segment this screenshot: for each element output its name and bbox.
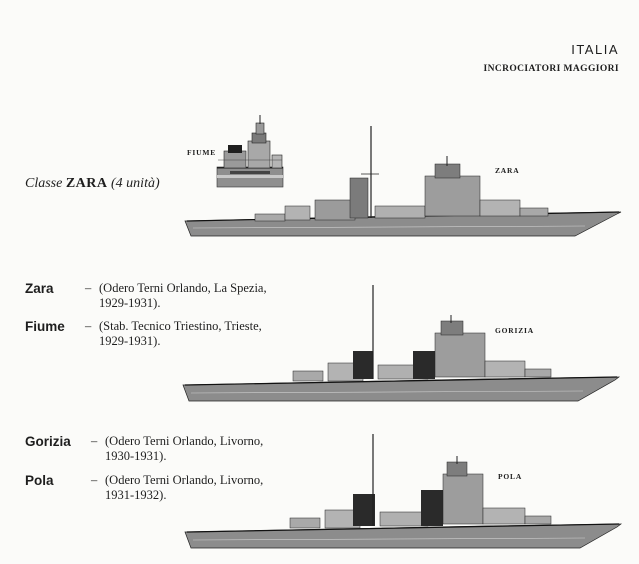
ship-dash: – bbox=[85, 281, 92, 295]
class-units: (4 unità) bbox=[111, 176, 160, 191]
top-ship-label: Zara bbox=[495, 166, 520, 175]
bottom-ship-label: Pola bbox=[498, 472, 523, 481]
fiume-bow-view-drawing bbox=[216, 115, 284, 188]
ship-name: Gorizia bbox=[25, 434, 71, 449]
ship-details: (Odero Terni Orlando, Livorno, 1930-1931… bbox=[105, 434, 264, 463]
zara-profile-drawing bbox=[184, 126, 622, 237]
category-subheading: INCROCIATORI MAGGIORI bbox=[483, 64, 619, 74]
country-heading: ITALIA bbox=[571, 42, 619, 57]
ship-name: Fiume bbox=[25, 319, 65, 334]
ship-dash: – bbox=[85, 319, 92, 333]
class-prefix: Classe bbox=[25, 176, 63, 191]
ship-dash: – bbox=[91, 473, 98, 487]
inset-ship-label: Fiume bbox=[187, 148, 216, 157]
pola-profile-drawing bbox=[184, 434, 623, 549]
gorizia-profile-drawing bbox=[182, 285, 621, 402]
ship-name: Pola bbox=[25, 473, 54, 488]
class-name: ZARA bbox=[65, 176, 108, 191]
middle-ship-label: Gorizia bbox=[495, 326, 534, 335]
class-title: Classe ZARA (4 unità) bbox=[25, 176, 160, 192]
ship-details: (Odero Terni Orlando, La Spezia, 1929-19… bbox=[99, 281, 267, 310]
ship-details: (Stab. Tecnico Triestino, Trieste, 1929-… bbox=[99, 319, 262, 348]
ship-dash: – bbox=[91, 434, 98, 448]
ship-details: (Odero Terni Orlando, Livorno, 1931-1932… bbox=[105, 473, 264, 502]
ship-name: Zara bbox=[25, 281, 54, 296]
